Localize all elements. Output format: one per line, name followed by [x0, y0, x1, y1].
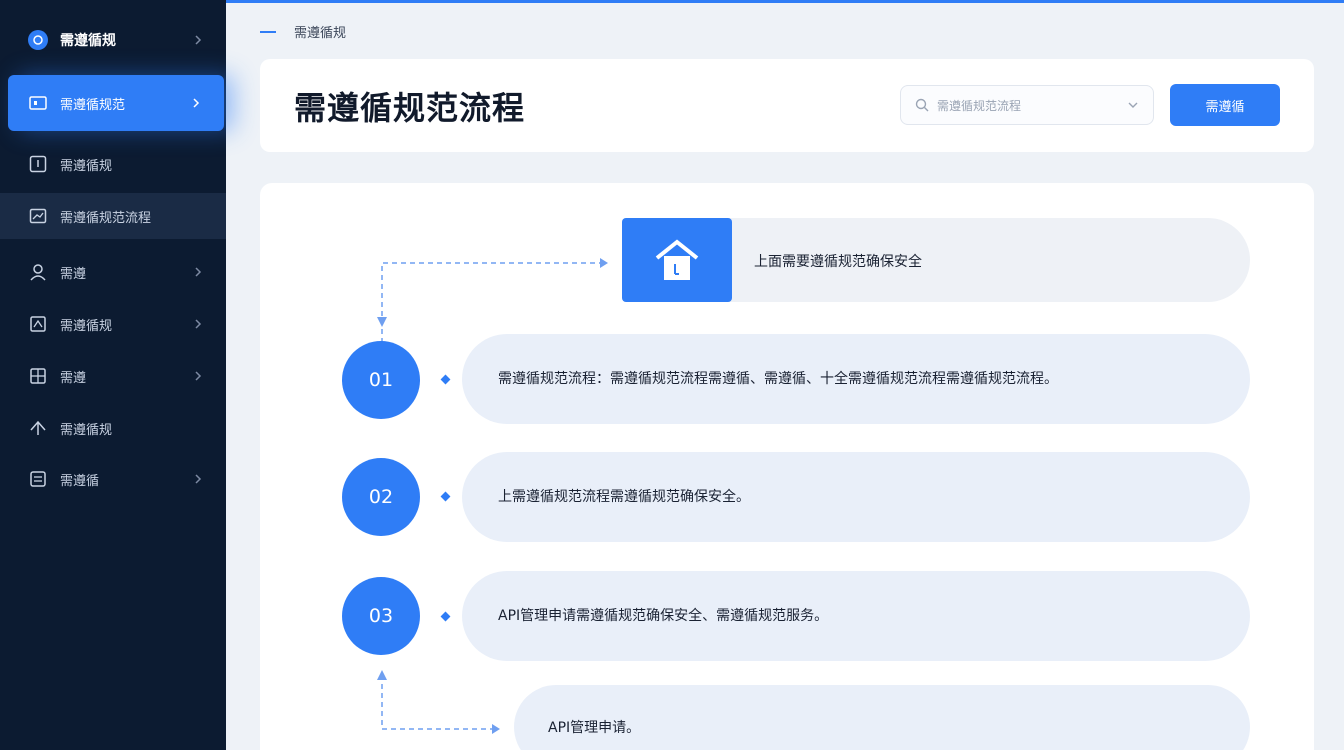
breadcrumb: 需遵循规 — [260, 22, 346, 41]
header-card: 需遵循规范流程 需遵循规范流程 需遵循 — [260, 59, 1314, 152]
top-step: 上面需要遵循规范确保安全 — [622, 218, 1250, 302]
breadcrumb-text[interactable]: 需遵循规 — [294, 26, 347, 41]
chart-icon — [28, 206, 48, 226]
sidebar-item-7[interactable]: 需遵循 — [0, 453, 226, 505]
sidebar-item-label: 需遵循规范流程 — [60, 210, 152, 226]
step-number-1: 01 — [342, 341, 420, 419]
chevron-right-icon — [193, 98, 200, 108]
sidebar-item-label: 需遵 — [60, 370, 87, 386]
sidebar-item-label: 需遵循规 — [60, 318, 113, 334]
page-title: 需遵循规范流程 — [294, 89, 526, 127]
chevron-right-icon — [195, 319, 202, 329]
step-text-2: 上需遵循规范流程需遵循规范确保安全。 — [462, 452, 1250, 542]
sidebar-item-label: 需遵循规 — [60, 158, 113, 174]
sidebar-item-6[interactable]: 需遵循规 — [0, 402, 226, 454]
sidebar: 需遵循规 需遵循规范 需遵循规 需遵循规范流程 需遵 需遵循规 — [0, 0, 226, 750]
step-text-3: API管理申请需遵循规范确保安全、需遵循规范服务。 — [462, 571, 1250, 661]
brand-name: 需遵循规 — [60, 33, 116, 49]
flow-card: 上面需要遵循规范确保安全 01 需遵循规范流程：需遵循规范流程需遵循、需遵循、十… — [260, 183, 1314, 750]
flow-connectors — [377, 258, 608, 734]
sidebar-item-1[interactable]: 需遵循规 — [0, 138, 226, 190]
sidebar-item-label: 需遵循 — [60, 473, 100, 489]
chevron-right-icon — [195, 35, 202, 45]
sidebar-item-3[interactable]: 需遵 — [0, 246, 226, 298]
chevron-right-icon — [195, 371, 202, 381]
step-number-2: 02 — [342, 458, 420, 536]
search-icon — [915, 98, 929, 112]
search-placeholder: 需遵循规范流程 — [937, 98, 1022, 113]
sidebar-item-4[interactable]: 需遵循规 — [0, 298, 226, 350]
sidebar-item-5[interactable]: 需遵 — [0, 350, 226, 402]
search-input[interactable]: 需遵循规范流程 — [900, 85, 1154, 125]
document-icon — [28, 314, 48, 334]
sidebar-item-label: 需遵循规 — [60, 422, 113, 438]
step-text-1: 需遵循规范流程：需遵循规范流程需遵循、需遵循、十全需遵循规范流程需遵循规范流程。 — [462, 334, 1250, 424]
sidebar-item-label: 需遵循规范 — [60, 97, 126, 113]
logo-icon — [28, 30, 48, 50]
chevron-right-icon — [195, 474, 202, 484]
breadcrumb-dash — [260, 30, 276, 33]
primary-button[interactable]: 需遵循 — [1170, 84, 1280, 126]
chevron-down-icon — [1128, 102, 1138, 108]
sidebar-item-label: 需遵 — [60, 266, 87, 282]
bottom-step: API管理申请。 — [514, 685, 1250, 750]
sidebar-brand[interactable]: 需遵循规 — [0, 14, 226, 66]
sidebar-item-0[interactable]: 需遵循规范 — [8, 75, 224, 131]
home-icon — [622, 218, 732, 302]
list-icon — [28, 469, 48, 489]
monitor-icon — [28, 93, 48, 113]
step-number-3: 03 — [342, 577, 420, 655]
top-step-text: 上面需要遵循规范确保安全 — [754, 254, 922, 270]
user-icon — [28, 262, 48, 282]
info-icon — [28, 154, 48, 174]
top-accent-line — [226, 0, 1344, 3]
chevron-right-icon — [195, 267, 202, 277]
sidebar-item-2[interactable]: 需遵循规范流程 — [0, 193, 226, 239]
upload-icon — [28, 418, 48, 438]
grid-icon — [28, 366, 48, 386]
